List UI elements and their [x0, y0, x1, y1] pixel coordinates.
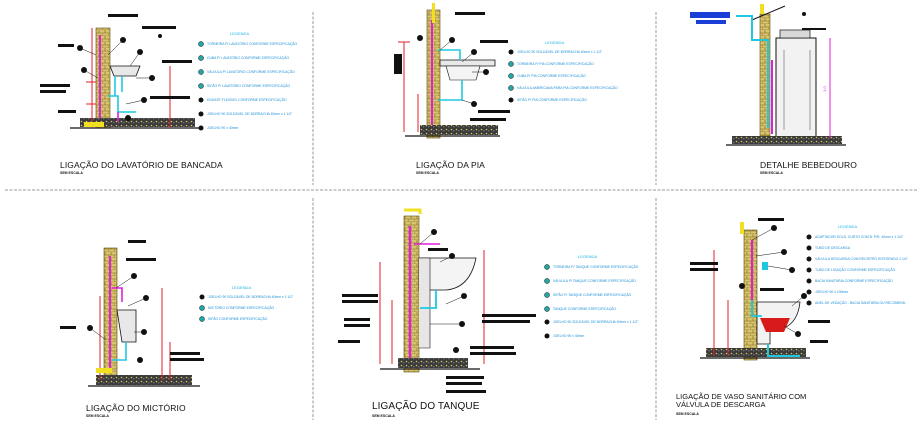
pia-legend-item: SIFÃO P/ PIA CONFORME ESPECIFICAÇÃO [517, 98, 587, 102]
tanque-legend-item: JOELHO 90 SOLDÁVEL DE BORRACHA 40mm x 1 … [553, 320, 639, 324]
pia-legend-item: VÁLVULA AMERICANA PARA PIA CONFORME ESPE… [517, 86, 618, 90]
tanque-legend-item: JOELHO 90 x 40mm [553, 334, 585, 338]
lavatorio-legend-item: ENGATE FLEXÍVEL CONFORME ESPECIFICAÇÃO [207, 98, 287, 102]
lavatorio-legend-item: JOELHO 90 SOLDÁVEL DE BORRACHA 40mm x 1 … [207, 112, 293, 116]
svg-text:1.0: 1.0 [822, 86, 827, 92]
lavatorio-legend-item: CUBA P/ LAVATÓRIO CONFORME ESPECIFICAÇÃO [207, 56, 290, 60]
mictorio-legend-item: SIFÃO CONFORME ESPECIFICAÇÃO [208, 317, 268, 321]
tanque-subtitle: SEM ESCALA [372, 414, 395, 418]
vaso-title-line2: VÁLVULA DE DESCARGA [676, 400, 766, 409]
tanque-legend-item: SIFÃO P/ TANQUE CONFORME ESPECIFICAÇÃO [553, 293, 632, 297]
mictorio-subtitle: SEM ESCALA [86, 414, 109, 418]
panel-dividers [5, 12, 918, 420]
vaso-legend-item: JOELHO 90 x 100mm [815, 290, 849, 294]
tanque-legend-item: TORNEIRA P/ TANQUE CONFORME ESPECIFICAÇÃ… [553, 265, 639, 269]
lavatorio-legend-title: LEGENDA [230, 31, 250, 36]
bebedouro-subtitle: SEM ESCALA [760, 171, 783, 175]
tanque-legend-item: VÁLVULA P/ TANQUE CONFORME ESPECIFICAÇÃO [553, 279, 636, 283]
lavatorio-drawing [40, 14, 200, 129]
mictorio-drawing [60, 240, 204, 387]
lavatorio-title: LIGAÇÃO DO LAVATÓRIO DE BANCADA [60, 160, 223, 170]
legend-bullets [198, 41, 812, 339]
vaso-legend-item: VÁLVULA DESCARGA COM REGISTRO INTEGRADO … [815, 257, 908, 261]
lavatorio-subtitle: SEM ESCALA [60, 171, 83, 175]
pia-legend-item: TORNEIRA P/ PIA CONFORME ESPECIFICAÇÃO [517, 62, 594, 66]
pia-subtitle: SEM ESCALA [416, 171, 439, 175]
tanque-title: LIGAÇÃO DO TANQUE [372, 401, 480, 412]
pia-legend-item: CUBA P/ PIA CONFORME ESPECIFICAÇÃO [517, 74, 586, 78]
vaso-legend-title: LEGENDA [838, 224, 858, 229]
mictorio-title: LIGAÇÃO DO MICTÓRIO [86, 403, 186, 413]
lavatorio-legend-item: SIFÃO P/ LAVATÓRIO CONFORME ESPECIFICAÇÃ… [207, 84, 291, 88]
tanque-drawing [338, 208, 536, 393]
lavatorio-legend-item: VÁLVULA P/ LAVATÓRIO CONFORME ESPECIFICA… [207, 70, 295, 74]
lavatorio-legend-item: TORNEIRA P/ LAVATÓRIO CONFORME ESPECIFIC… [207, 42, 298, 46]
pia-drawing [394, 3, 510, 139]
vaso-legend-item: TUBO DE LIGAÇÃO CONFORME ESPECIFICAÇÃO [815, 268, 896, 272]
pia-title: LIGAÇÃO DA PIA [416, 160, 485, 170]
tanque-legend-item: TANQUE CONFORME ESPECIFICAÇÃO [553, 307, 617, 311]
vaso-legend-item: ANEL DE VEDAÇÃO - BACIA SANITÁRIA OU REC… [815, 301, 907, 305]
mictorio-legend-title: LEGENDA [232, 285, 252, 290]
tanque-legend-title: LEGENDA [578, 254, 598, 259]
pia-legend-item: JOELHO 90 SOLDÁVEL DE BORRACHA 40mm x 1 … [517, 50, 603, 54]
vaso-title-line1: LIGAÇÃO DE VASO SANITÁRIO COM [676, 392, 807, 401]
vaso-legend-item: ADAPTADOR SOLD. CURTO COM B. P/R. 40mm x… [815, 235, 904, 239]
vaso-legend-item: TUBO DE DESCARGA [815, 246, 851, 250]
vaso-subtitle: SEM ESCALA [676, 412, 699, 416]
pia-legend-title: LEGENDA [545, 40, 565, 45]
bebedouro-drawing: 1.0 [690, 4, 846, 146]
vaso-legend-item: BACIA SANITÁRIA CONFORME ESPECIFICAÇÃO [815, 279, 893, 283]
bebedouro-title: DETALHE BEBEDOURO [760, 160, 857, 170]
lavatorio-legend-item: JOELHO 90 x 40mm [207, 126, 239, 130]
vaso-drawing [690, 218, 830, 361]
mictorio-legend-item: MICTÓRIO CONFORME ESPECIFICAÇÃO [208, 306, 275, 310]
mictorio-legend-item: JOELHO 90 SOLDÁVEL DE BORRACHA 40mm x 1 … [208, 295, 294, 299]
